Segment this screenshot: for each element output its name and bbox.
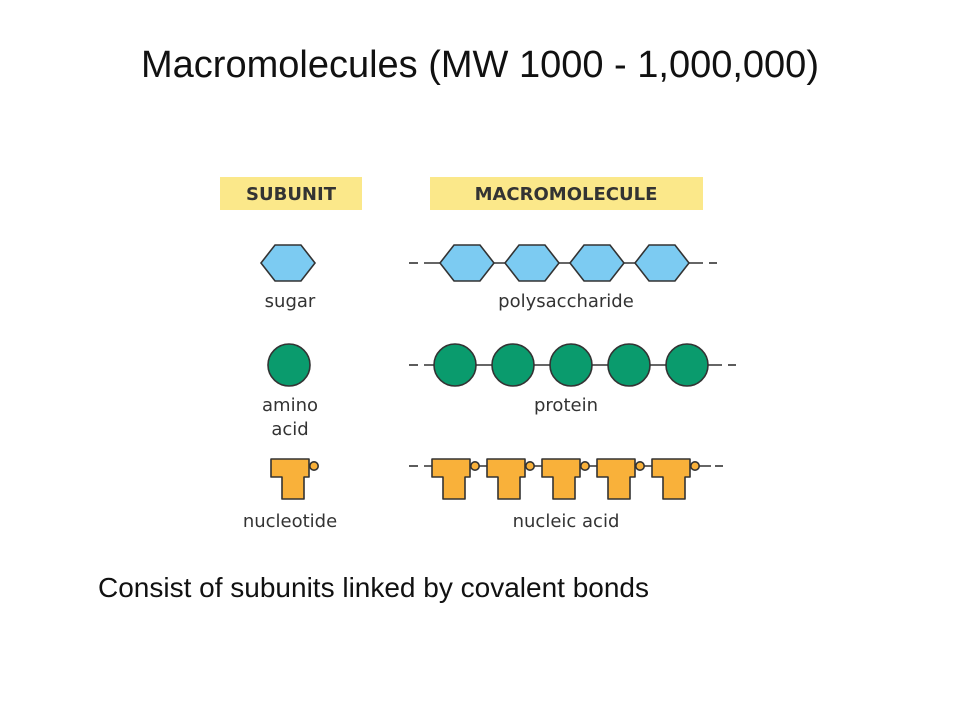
macromolecule-header-bg xyxy=(430,177,703,210)
macromolecule-header: MACROMOLECULE xyxy=(430,177,703,210)
subunit-header-bg xyxy=(220,177,362,210)
nucleotide-knob xyxy=(579,460,590,471)
polysaccharide-chain xyxy=(409,244,717,282)
macromolecule-header-label: MACROMOLECULE xyxy=(475,184,658,205)
subunit-header: SUBUNIT xyxy=(220,177,362,210)
sugar-hexagon-icon xyxy=(438,244,496,282)
row-sugar: sugar polysaccharide xyxy=(259,244,717,312)
slide-caption: Consist of subunits linked by covalent b… xyxy=(98,572,649,603)
nucleic-acid-chain xyxy=(409,458,723,500)
nucleic-acid-label: nucleic acid xyxy=(513,511,620,532)
nucleotide-knob xyxy=(469,460,480,471)
amino-acid-circle-icon xyxy=(665,343,709,387)
nucleotide-body xyxy=(486,458,526,500)
nucleotide-body xyxy=(431,458,471,500)
sugar-hexagon-icon xyxy=(503,244,561,282)
sugar-hexagon-icon xyxy=(633,244,691,282)
sugar-label: sugar xyxy=(265,291,316,312)
nucleotide-body xyxy=(270,458,310,500)
slide-title: Macromolecules (MW 1000 - 1,000,000) xyxy=(141,44,819,86)
row-amino-acid: amino acid protein xyxy=(262,343,736,440)
nucleotide-knob xyxy=(524,460,535,471)
amino-acid-circle-icon xyxy=(491,343,535,387)
sugar-hexagon-icon xyxy=(259,244,317,282)
sugar-hexagon-icon xyxy=(568,244,626,282)
nucleotide-knob xyxy=(308,460,319,471)
amino-acid-circle-icon xyxy=(433,343,477,387)
nucleotide-knob xyxy=(634,460,645,471)
amino-label-line-1: amino xyxy=(262,395,318,416)
amino-acid-circle-icon xyxy=(607,343,651,387)
nucleotide-block-icon xyxy=(270,458,319,500)
nucleotide-body xyxy=(596,458,636,500)
nucleotide-label: nucleotide xyxy=(243,511,337,532)
protein-chain xyxy=(409,343,736,387)
protein-label: protein xyxy=(534,395,598,416)
amino-acid-circle-icon xyxy=(267,343,311,387)
nucleotide-body xyxy=(541,458,581,500)
nucleotide-body xyxy=(651,458,691,500)
amino-acid-circle-icon xyxy=(549,343,593,387)
subunit-header-label: SUBUNIT xyxy=(246,184,337,205)
amino-label-line-2: acid xyxy=(271,419,308,440)
row-nucleotide: nucleotide nucleic acid xyxy=(243,458,723,532)
polysaccharide-label: polysaccharide xyxy=(498,291,634,312)
nucleotide-knob xyxy=(689,460,700,471)
